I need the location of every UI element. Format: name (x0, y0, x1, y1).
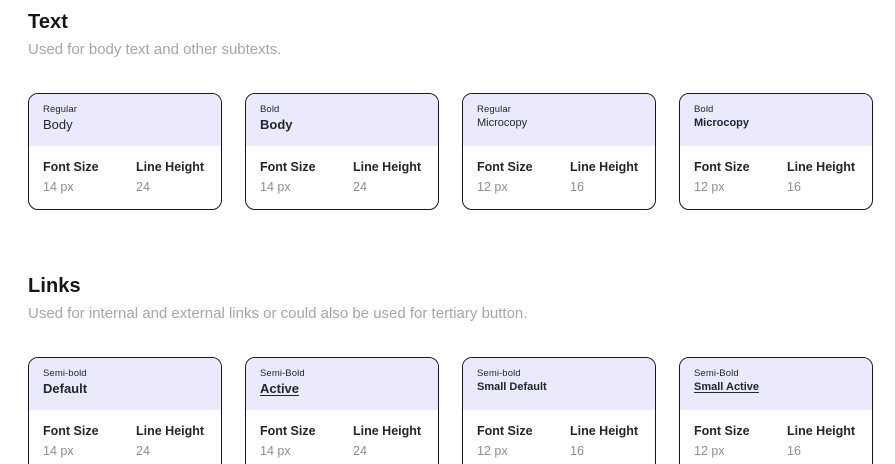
specimen-text: Body (43, 117, 73, 133)
line-height-column: Line Height 16 (570, 423, 638, 460)
font-size-column: Font Size 14 px (260, 423, 353, 460)
specimen-header: Bold Body (246, 93, 438, 146)
card-link-default: Semi-bold Default Font Size 14 px Line H… (28, 356, 222, 464)
line-height-column: Line Height 16 (787, 159, 855, 196)
font-size-label: Font Size (477, 423, 533, 438)
section-links: Links Used for internal and external lin… (28, 274, 873, 464)
font-size-column: Font Size 14 px (43, 423, 136, 460)
line-height-value: 16 (787, 179, 801, 194)
font-size-value: 14 px (260, 443, 291, 458)
font-size-value: 12 px (694, 179, 725, 194)
font-size-value: 14 px (43, 179, 74, 194)
font-size-label: Font Size (260, 423, 316, 438)
font-size-label: Font Size (43, 423, 99, 438)
line-height-column: Line Height 16 (570, 159, 638, 196)
specimen-header: Regular Body (29, 93, 221, 146)
specimen-header: Semi-bold Default (29, 357, 221, 410)
line-height-label: Line Height (570, 159, 639, 174)
line-height-value: 24 (136, 443, 150, 458)
section-title-links: Links (28, 275, 81, 297)
line-height-column: Line Height 24 (353, 423, 421, 460)
specimen-text: Body (260, 117, 293, 133)
card-body-regular: Regular Body Font Size 14 px Line Height… (28, 92, 222, 210)
text-card-row: Regular Body Font Size 14 px Line Height… (28, 92, 873, 210)
font-size-column: Font Size 14 px (43, 159, 136, 196)
spec-details: Font Size 14 px Line Height 24 (246, 410, 438, 464)
line-height-label: Line Height (353, 159, 422, 174)
specimen-text: Small Active (694, 381, 760, 394)
font-size-column: Font Size 12 px (694, 423, 787, 460)
specimen-text: Default (43, 381, 88, 397)
links-card-row: Semi-bold Default Font Size 14 px Line H… (28, 356, 873, 464)
specimen-header: Semi-bold Small Default (463, 357, 655, 410)
specimen-header: Bold Microcopy (680, 93, 872, 146)
line-height-label: Line Height (787, 423, 856, 438)
section-description-links: Used for internal and external links or … (28, 305, 528, 322)
line-height-column: Line Height 24 (136, 423, 204, 460)
line-height-value: 16 (570, 179, 584, 194)
spec-details: Font Size 12 px Line Height 16 (680, 410, 872, 464)
card-microcopy-bold: Bold Microcopy Font Size 12 px Line Heig… (679, 92, 873, 210)
card-link-small-active: Semi-Bold Small Active Font Size 12 px L… (679, 356, 873, 464)
specimen-header: Semi-Bold Active (246, 357, 438, 410)
font-size-column: Font Size 14 px (260, 159, 353, 196)
font-size-label: Font Size (477, 159, 533, 174)
line-height-value: 24 (353, 179, 367, 194)
line-height-label: Line Height (353, 423, 422, 438)
line-height-label: Line Height (136, 423, 205, 438)
font-size-value: 14 px (260, 179, 291, 194)
font-size-column: Font Size 12 px (477, 423, 570, 460)
specimen-header: Semi-Bold Small Active (680, 357, 872, 410)
section-title-text: Text (28, 11, 69, 33)
card-link-small-default: Semi-bold Small Default Font Size 12 px … (462, 356, 656, 464)
line-height-column: Line Height 24 (353, 159, 421, 196)
spec-details: Font Size 14 px Line Height 24 (246, 146, 438, 210)
specimen-text: Microcopy (694, 117, 750, 130)
weight-label: Regular (477, 103, 511, 115)
font-size-value: 12 px (477, 443, 508, 458)
font-size-label: Font Size (43, 159, 99, 174)
specimen-header: Regular Microcopy (463, 93, 655, 146)
font-size-column: Font Size 12 px (477, 159, 570, 196)
spec-details: Font Size 12 px Line Height 16 (680, 146, 872, 210)
card-body-bold: Bold Body Font Size 14 px Line Height 24 (245, 92, 439, 210)
font-size-label: Font Size (694, 423, 750, 438)
card-link-active: Semi-Bold Active Font Size 14 px Line He… (245, 356, 439, 464)
specimen-text: Microcopy (477, 117, 528, 130)
line-height-value: 16 (570, 443, 584, 458)
specimen-text: Small Default (477, 381, 547, 394)
weight-label: Semi-bold (477, 367, 521, 379)
line-height-value: 24 (136, 179, 150, 194)
spec-details: Font Size 14 px Line Height 24 (29, 410, 221, 464)
section-description-text: Used for body text and other subtexts. (28, 41, 282, 58)
line-height-label: Line Height (136, 159, 205, 174)
font-size-value: 12 px (694, 443, 725, 458)
line-height-column: Line Height 16 (787, 423, 855, 460)
line-height-value: 16 (787, 443, 801, 458)
line-height-label: Line Height (787, 159, 856, 174)
section-text: Text Used for body text and other subtex… (28, 10, 873, 210)
card-microcopy-regular: Regular Microcopy Font Size 12 px Line H… (462, 92, 656, 210)
weight-label: Bold (694, 103, 714, 115)
font-size-label: Font Size (260, 159, 316, 174)
font-size-label: Font Size (694, 159, 750, 174)
weight-label: Regular (43, 103, 77, 115)
line-height-label: Line Height (570, 423, 639, 438)
weight-label: Semi-bold (43, 367, 87, 379)
weight-label: Bold (260, 103, 280, 115)
weight-label: Semi-Bold (260, 367, 305, 379)
spec-details: Font Size 12 px Line Height 16 (463, 410, 655, 464)
spec-details: Font Size 14 px Line Height 24 (29, 146, 221, 210)
font-size-value: 14 px (43, 443, 74, 458)
spec-details: Font Size 12 px Line Height 16 (463, 146, 655, 210)
line-height-value: 24 (353, 443, 367, 458)
font-size-value: 12 px (477, 179, 508, 194)
weight-label: Semi-Bold (694, 367, 739, 379)
specimen-text: Active (260, 381, 300, 397)
line-height-column: Line Height 24 (136, 159, 204, 196)
font-size-column: Font Size 12 px (694, 159, 787, 196)
